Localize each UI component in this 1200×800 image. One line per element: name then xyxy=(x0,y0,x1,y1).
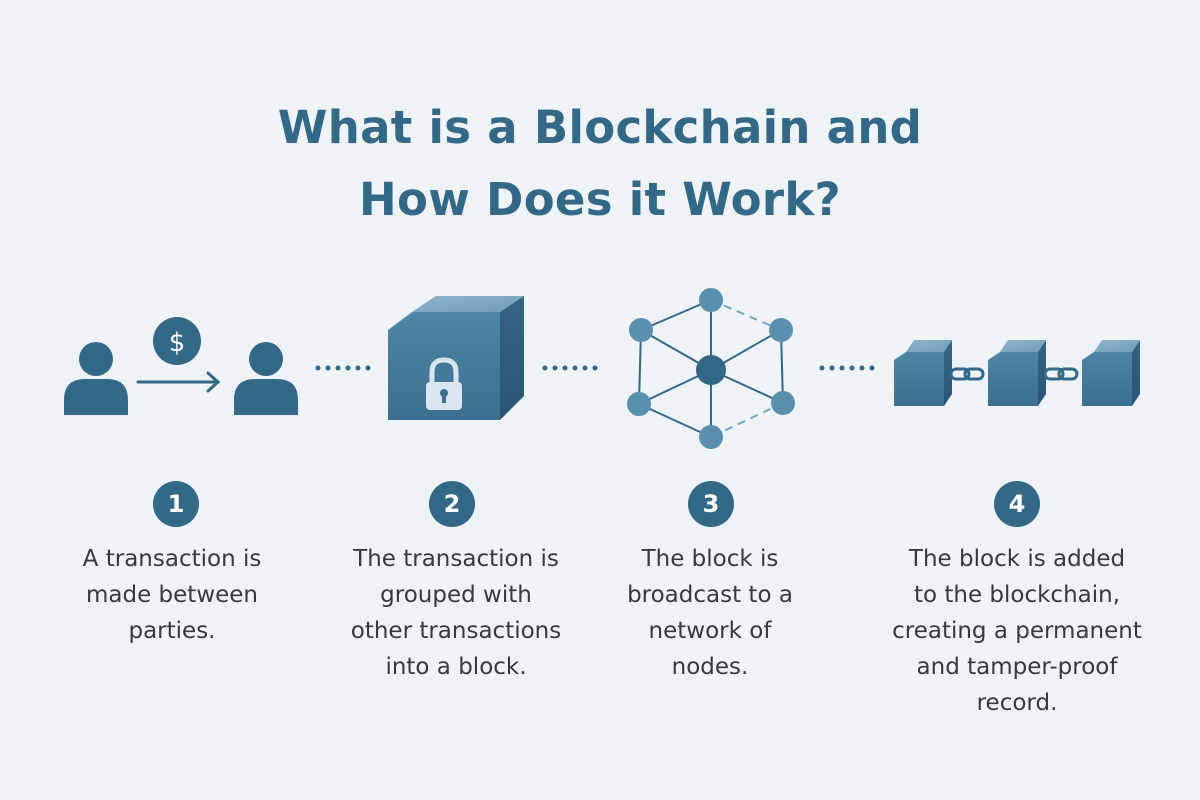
caption-line: A transaction is xyxy=(82,546,262,572)
chain-block-3 xyxy=(1082,340,1140,406)
network-nodes-icon xyxy=(627,288,795,449)
padlock-icon xyxy=(426,357,462,410)
caption-line: parties. xyxy=(128,618,216,644)
locked-block-icon xyxy=(388,296,524,420)
dollar-coin-icon: $ xyxy=(153,317,201,365)
caption-line: nodes. xyxy=(671,654,749,680)
caption-line: into a block. xyxy=(385,654,527,680)
step-4-caption: The block is added to the blockchain, cr… xyxy=(877,541,1157,721)
caption-line: record. xyxy=(976,690,1058,716)
dotted-connector-3 xyxy=(819,365,875,371)
chain-link-2 xyxy=(1043,367,1079,381)
chained-blocks-icon xyxy=(894,340,1140,406)
caption-line: creating a permanent xyxy=(892,618,1142,644)
step-2-caption: The transaction is grouped with other tr… xyxy=(316,541,596,685)
central-node xyxy=(696,355,726,385)
page-title: What is a Blockchain and How Does it Wor… xyxy=(0,92,1200,236)
caption-line: The transaction is xyxy=(353,546,559,572)
sender-person-icon xyxy=(64,342,128,415)
caption-line: grouped with xyxy=(380,582,532,608)
step-3-number: 3 xyxy=(688,481,734,527)
chain-block-2 xyxy=(988,340,1046,406)
caption-line: The block is xyxy=(641,546,779,572)
caption-line: made between xyxy=(85,582,259,608)
chain-link-1 xyxy=(949,367,985,381)
receiver-person-icon xyxy=(234,342,298,415)
title-line-2: How Does it Work? xyxy=(359,173,841,226)
caption-line: The block is added xyxy=(908,546,1126,572)
title-line-1: What is a Blockchain and xyxy=(277,101,923,154)
caption-line: broadcast to a xyxy=(627,582,793,608)
dollar-symbol: $ xyxy=(169,328,186,358)
caption-line: and tamper-proof xyxy=(916,654,1118,680)
step-4-number: 4 xyxy=(994,481,1040,527)
chain-block-1 xyxy=(894,340,952,406)
transaction-icon: $ xyxy=(64,317,298,415)
step-1-number: 1 xyxy=(153,481,199,527)
caption-line: other transactions xyxy=(350,618,562,644)
step-2-number: 2 xyxy=(429,481,475,527)
step-3-caption: The block is broadcast to a network of n… xyxy=(570,541,850,685)
dotted-connector-1 xyxy=(315,365,371,371)
caption-line: to the blockchain, xyxy=(913,582,1121,608)
network-dashed-links xyxy=(710,299,784,438)
caption-line: network of xyxy=(648,618,772,644)
step-1-caption: A transaction is made between parties. xyxy=(32,541,312,649)
dotted-connector-2 xyxy=(542,365,598,371)
network-nodes xyxy=(627,288,795,449)
transfer-arrow-icon xyxy=(136,371,221,393)
